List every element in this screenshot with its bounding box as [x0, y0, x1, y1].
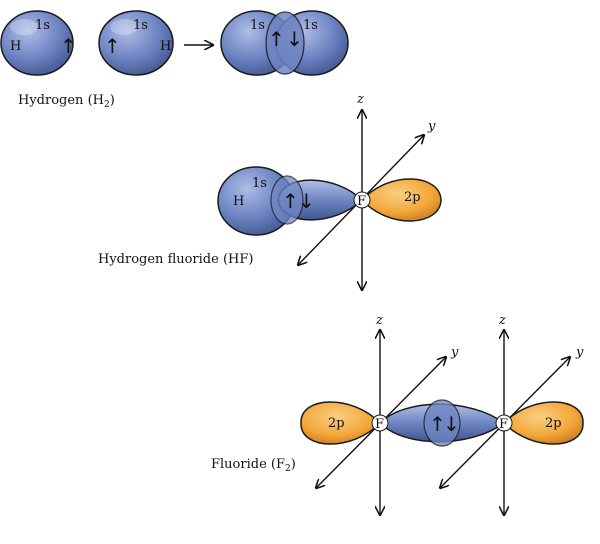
spin-down-arrow: ↓ — [298, 189, 315, 213]
h2-section: 1s H ↑ 1s H ↑ 1s 1s ↑ ↓ Hydrogen (H2) — [0, 10, 349, 110]
spin-up-arrow: ↑ — [429, 412, 446, 436]
h-atom-right: 1s H ↑ — [98, 10, 174, 76]
spin-up-arrow: ↑ — [282, 189, 299, 213]
p-orbital-lobe-left — [300, 401, 382, 445]
orbital-highlight — [10, 19, 38, 35]
spin-down-arrow: ↓ — [286, 27, 303, 51]
p-orbital-lobe — [360, 178, 442, 222]
hf-section: z y 2p 1s H ↑ ↓ F Hydrogen fluoride (HF) — [98, 92, 442, 290]
p-orbital-label-right: 2p — [545, 416, 562, 431]
orbital-label: 1s — [35, 18, 50, 33]
y-axis-label-left: y — [450, 345, 459, 360]
y-axis-label: y — [427, 119, 436, 134]
f2-section: z y z y 2p 2p ↑ ↓ F F Fluoride (F2) — [211, 313, 584, 515]
h-atom-label: H — [233, 194, 244, 209]
z-axis-label-right: z — [498, 313, 506, 328]
s-orbital-label: 1s — [252, 176, 267, 191]
p-orbital-label-left: 2p — [328, 416, 345, 431]
overlap-region — [270, 175, 304, 225]
f-atom-label-left: F — [375, 417, 384, 432]
spin-up-arrow: ↑ — [268, 27, 285, 51]
orbital-label: 1s — [250, 18, 265, 33]
spin-down-arrow: ↓ — [443, 412, 460, 436]
h2-molecule: 1s 1s ↑ ↓ — [220, 10, 349, 76]
s-orbital-sphere — [0, 10, 74, 76]
h2-caption: Hydrogen (H2) — [18, 93, 115, 110]
spin-up-arrow: ↑ — [60, 34, 77, 58]
f-atom-label: F — [357, 194, 366, 209]
p-orbital-lobe-right — [502, 401, 584, 445]
f-atom-node-right — [495, 414, 513, 432]
f-atom-label-right: F — [499, 417, 508, 432]
atom-label: H — [10, 39, 21, 54]
orbital-label: 1s — [303, 18, 318, 33]
s-orbital-sphere — [98, 10, 174, 76]
orbital-highlight — [110, 19, 138, 35]
p-orbital-label: 2p — [404, 190, 421, 205]
overlap-region — [265, 11, 305, 75]
overlap-region — [423, 399, 461, 447]
orbital-label: 1s — [133, 18, 148, 33]
y-axis-label-right: y — [575, 345, 584, 360]
f-atom-node-left — [371, 414, 389, 432]
hf-caption: Hydrogen fluoride (HF) — [98, 252, 253, 267]
atom-label: H — [160, 39, 171, 54]
h-atom-left: 1s H ↑ — [0, 10, 77, 76]
f-atom-node — [353, 191, 371, 209]
z-axis-label-left: z — [375, 313, 383, 328]
spin-up-arrow: ↑ — [104, 34, 121, 58]
z-axis-label: z — [356, 92, 364, 107]
f2-caption: Fluoride (F2) — [211, 457, 296, 474]
